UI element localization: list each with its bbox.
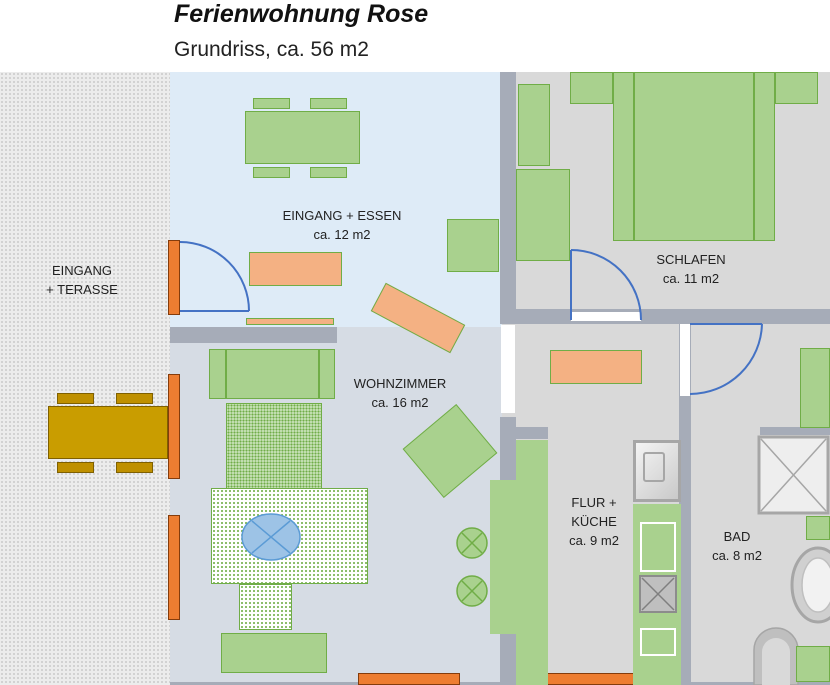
bath-mat [796,646,830,682]
wall-dining-living [170,327,337,343]
room-name: EINGANG + ESSEN [282,208,402,223]
room-area: ca. 8 m2 [712,548,762,563]
terrace-chair [57,462,94,473]
cabinet-outline [640,628,676,656]
coffee-table-icon [241,513,301,561]
sofa [209,349,335,399]
shoe-rack [246,318,334,325]
terrace-area [0,72,170,685]
label-entrance-dining: EINGANG + ESSEN ca. 12 m2 [283,206,402,244]
dining-chair [253,98,290,109]
label-bathroom: BAD ca. 8 m2 [712,527,762,565]
label-entrance-terrace: EINGANG + TERASSE [46,261,118,299]
window-living-upper [168,374,180,479]
room-area: ca. 12 m2 [313,227,371,242]
cabinet [447,219,499,272]
terrace-table [48,406,168,459]
bedroom-cabinet [518,84,550,166]
living-shelf [490,480,516,634]
wall-kitchen-partition [516,427,548,439]
plant-icon [456,575,488,607]
kitchen-sink-basin [643,452,665,482]
washbasin-icon [790,546,830,624]
label-line: + TERASSE [46,282,118,297]
nightstand [775,72,818,104]
bath-shelf [806,516,830,540]
dining-chair [253,167,290,178]
room-area: ca. 9 m2 [569,533,619,548]
door-swing-icon [570,249,642,321]
door-swing-icon [179,241,250,312]
kitchen-counter-left [516,440,548,685]
plan-subtitle: Grundriss, ca. 56 m2 [174,38,369,61]
dining-chair [310,167,347,178]
label-bedroom: SCHLAFEN ca. 11 m2 [656,250,725,288]
door-swing-icon [689,323,763,395]
shower-icon [757,435,830,515]
hall-door-opening [501,325,515,413]
bed [613,72,775,241]
window-living-lower [168,515,180,620]
terrace-chair [57,393,94,404]
room-name: WOHNZIMMER [353,376,447,391]
kitchen-sink-icon [633,440,681,502]
stove-icon [639,575,677,613]
label-line: KÜCHE [571,514,617,529]
bath-cabinet [800,348,830,428]
wall-hall-bath [679,324,691,685]
room-area: ca. 11 m2 [662,271,720,286]
room-name: SCHLAFEN [656,252,726,267]
label-line: FLUR + [571,495,617,510]
label-living: WOHNZIMMER ca. 16 m2 [354,374,446,412]
floor-plan: EINGANG + TERASSE EINGANG + ESSEN ca. 12… [0,72,830,685]
rug [211,488,368,584]
bed-frame-line [753,72,755,241]
plan-title: Ferienwohnung Rose [174,0,429,28]
dining-chair [310,98,347,109]
bath-door-opening [680,324,690,396]
wardrobe [516,169,570,261]
window-entrance [168,240,180,315]
window-bottom-living [358,673,460,685]
tv-bench [221,633,327,673]
terrace-chair [116,462,153,473]
toilet-icon [753,627,799,685]
entrance-shelf [249,252,342,286]
nightstand [570,72,613,104]
terrace-chair [116,393,153,404]
ottoman [239,584,292,630]
sofa-armrest-line [318,349,320,399]
dining-table [245,111,360,164]
hall-shelf [550,350,642,384]
wall-bottom [170,682,830,685]
plant-icon [456,527,488,559]
wall-vertical-upper [500,72,516,309]
room-area: ca. 16 m2 [371,395,429,410]
room-name: BAD [723,529,751,544]
fridge-outline [640,522,676,572]
label-hall-kitchen: FLUR + KÜCHE ca. 9 m2 [569,493,619,550]
bed-frame-line [633,72,635,241]
wall-bath-partition [760,427,830,435]
sofa-armrest-line [225,349,227,399]
window-bottom-kitchen [538,673,642,685]
label-line: EINGANG [52,263,112,278]
wall-bedroom-hall [500,309,830,324]
